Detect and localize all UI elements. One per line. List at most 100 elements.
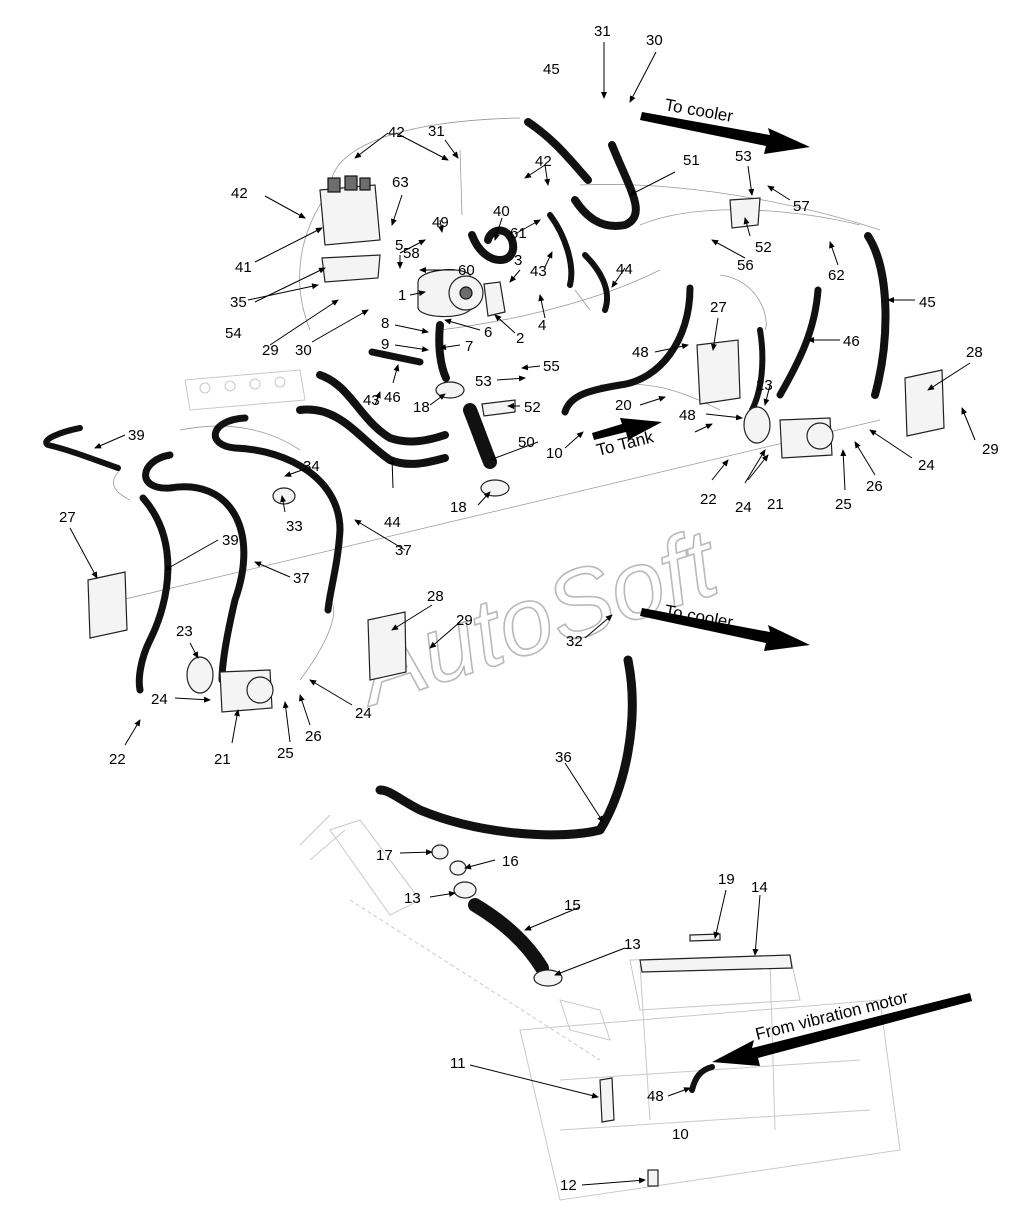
callout-52-lower: 52 bbox=[524, 399, 541, 416]
callout-24-right-a: 24 bbox=[735, 499, 752, 516]
to-cooler-middle-arrow bbox=[640, 608, 810, 651]
callout-11: 11 bbox=[450, 1055, 466, 1072]
callout-27-left: 27 bbox=[59, 509, 76, 526]
callout-5: 5 bbox=[395, 237, 403, 254]
callout-15: 15 bbox=[564, 897, 581, 914]
callout-7: 7 bbox=[465, 338, 473, 355]
callout-53-upper: 53 bbox=[735, 148, 752, 165]
callout-43-lower: 43 bbox=[363, 392, 380, 409]
callout-23-right: 23 bbox=[756, 377, 773, 394]
callout-6: 6 bbox=[484, 324, 492, 341]
callout-23-left: 23 bbox=[176, 623, 193, 640]
callout-48-mid: 48 bbox=[679, 407, 696, 424]
callout-21-right: 21 bbox=[767, 496, 784, 513]
callout-41: 41 bbox=[235, 259, 252, 276]
callout-40: 40 bbox=[493, 203, 510, 220]
callout-58: 58 bbox=[403, 245, 420, 262]
parts bbox=[87, 175, 945, 1187]
callout-54: 54 bbox=[225, 325, 242, 342]
callout-61: 61 bbox=[510, 225, 527, 242]
callout-34: 34 bbox=[303, 458, 320, 475]
callout-9: 9 bbox=[381, 336, 389, 353]
callout-26-right: 26 bbox=[866, 478, 883, 495]
callout-39-lower: 39 bbox=[222, 532, 239, 549]
callout-55: 55 bbox=[543, 358, 560, 375]
callout-17: 17 bbox=[376, 847, 393, 864]
callout-3: 3 bbox=[514, 252, 522, 269]
callout-46-right: 46 bbox=[843, 333, 860, 350]
flow-arrows bbox=[592, 112, 972, 1066]
callout-29-mid: 29 bbox=[456, 612, 473, 629]
callout-14: 14 bbox=[751, 879, 768, 896]
valve-block-ghost bbox=[184, 369, 306, 411]
callout-28-right: 28 bbox=[966, 344, 983, 361]
callout-53-lower: 53 bbox=[475, 373, 492, 390]
callout-24-left: 24 bbox=[151, 691, 168, 708]
callout-50: 50 bbox=[518, 434, 535, 451]
callout-57: 57 bbox=[793, 198, 810, 215]
callout-19: 19 bbox=[718, 871, 735, 888]
callout-52-upper: 52 bbox=[755, 239, 772, 256]
callout-24-right-b: 24 bbox=[918, 457, 935, 474]
hoses bbox=[43, 118, 890, 1093]
callout-2: 2 bbox=[516, 330, 524, 347]
callout-46-left: 46 bbox=[384, 389, 401, 406]
callout-10-tank: 10 bbox=[546, 445, 563, 462]
callout-48-bottom: 48 bbox=[647, 1088, 664, 1105]
callout-22-right: 22 bbox=[700, 491, 717, 508]
callout-45-top: 45 bbox=[543, 61, 560, 78]
to-cooler-top-arrow bbox=[640, 112, 810, 154]
callout-42-top: 42 bbox=[388, 124, 405, 141]
callout-32: 32 bbox=[566, 633, 583, 650]
callout-37-right: 37 bbox=[395, 542, 412, 559]
leader-lines bbox=[69, 42, 976, 1186]
callout-20: 20 bbox=[615, 397, 632, 414]
callout-18-upper: 18 bbox=[413, 399, 430, 416]
callout-62: 62 bbox=[828, 267, 845, 284]
callout-39-upper: 39 bbox=[128, 427, 145, 444]
callout-8: 8 bbox=[381, 315, 389, 332]
to-tank-arrow bbox=[592, 418, 662, 440]
callout-18-lower: 18 bbox=[450, 499, 467, 516]
callout-numbers: 1 2 3 4 5 6 7 8 9 10 10 11 12 13 13 14 1… bbox=[59, 23, 999, 1194]
callout-33: 33 bbox=[286, 518, 303, 535]
from-vibration-motor-arrow bbox=[712, 993, 972, 1066]
callout-29-right: 29 bbox=[982, 441, 999, 458]
callout-25-left: 25 bbox=[277, 745, 294, 762]
callout-12: 12 bbox=[560, 1177, 577, 1194]
callout-31-top: 31 bbox=[594, 23, 611, 40]
callout-56: 56 bbox=[737, 257, 754, 274]
callout-28-left: 28 bbox=[427, 588, 444, 605]
callout-13-lower: 13 bbox=[624, 936, 641, 953]
callout-37-left: 37 bbox=[293, 570, 310, 587]
callout-22-left: 22 bbox=[109, 751, 126, 768]
callout-49: 49 bbox=[432, 214, 449, 231]
callout-30-lower: 30 bbox=[295, 342, 312, 359]
callout-10-bottom: 10 bbox=[672, 1126, 689, 1143]
callout-42-mid: 42 bbox=[535, 153, 552, 170]
callout-36: 36 bbox=[555, 749, 572, 766]
callout-31-upper: 31 bbox=[428, 123, 445, 140]
callout-4: 4 bbox=[538, 317, 546, 334]
callout-24-mid: 24 bbox=[355, 705, 372, 722]
callout-29-upper: 29 bbox=[262, 342, 279, 359]
vibration-frame-ghost bbox=[299, 814, 901, 1201]
callout-45-right: 45 bbox=[919, 294, 936, 311]
callout-51: 51 bbox=[683, 152, 700, 169]
callout-60: 60 bbox=[458, 262, 475, 279]
callout-1: 1 bbox=[398, 287, 406, 304]
callout-44-upper: 44 bbox=[616, 261, 633, 278]
callout-27-right: 27 bbox=[710, 299, 727, 316]
callout-16: 16 bbox=[502, 853, 519, 870]
callout-48-upper: 48 bbox=[632, 344, 649, 361]
callout-44-lower: 44 bbox=[384, 514, 401, 531]
callout-43-upper: 43 bbox=[530, 263, 547, 280]
callout-35: 35 bbox=[230, 294, 247, 311]
callout-30-top: 30 bbox=[646, 32, 663, 49]
callout-42-left: 42 bbox=[231, 185, 248, 202]
callout-13-upper: 13 bbox=[404, 890, 421, 907]
callout-63: 63 bbox=[392, 174, 409, 191]
callout-21-left: 21 bbox=[214, 751, 231, 768]
